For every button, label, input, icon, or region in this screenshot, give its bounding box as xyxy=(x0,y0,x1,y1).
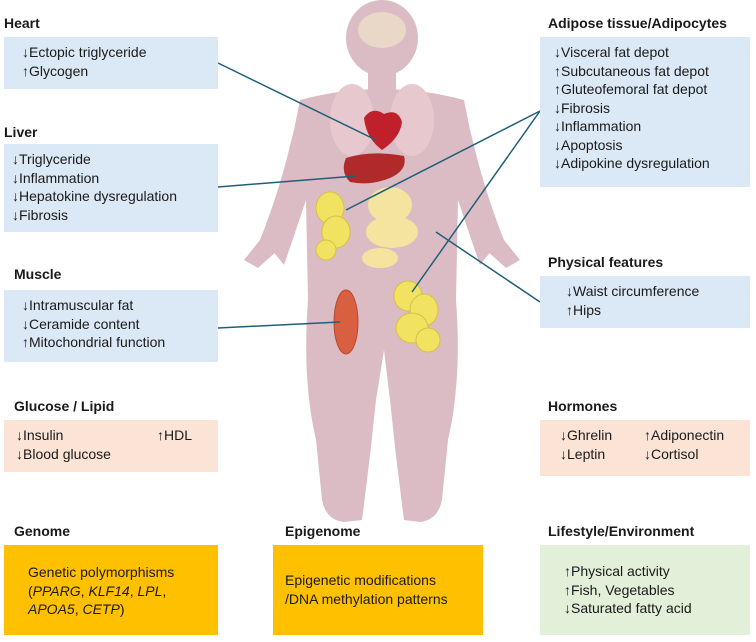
epigenome-heading: Epigenome xyxy=(285,523,361,539)
gene-name: PPARG xyxy=(32,582,81,599)
liver-heading: Liver xyxy=(4,124,38,140)
lifestyle-item: ↑Physical activity xyxy=(564,563,670,579)
genome-text: Genetic polymorphisms xyxy=(28,564,175,580)
epigenome-box: Epigenetic modifications /DNA methylatio… xyxy=(273,545,483,635)
gene-name: LPL xyxy=(137,582,163,599)
glucose-lipid-heading: Glucose / Lipid xyxy=(14,398,115,414)
gene-name: APOA5 xyxy=(28,601,75,617)
hormones-item: ↑Adiponectin xyxy=(643,427,725,443)
brain-organ xyxy=(358,12,406,48)
hormones-item: ↓Leptin xyxy=(560,445,606,462)
muscle-box: ↓Intramuscular fat ↓Ceramide content ↑Mi… xyxy=(4,290,218,362)
adipose-item: ↑Gluteofemoral fat depot xyxy=(554,81,708,97)
gene-name: CETP xyxy=(82,601,120,617)
adipose-item: ↑Subcutaneous fat depot xyxy=(554,62,709,79)
adipose-item: ↓Apoptosis xyxy=(554,136,623,153)
adipose-heading: Adipose tissue/Adipocytes xyxy=(548,15,727,31)
adipose-item: ↓Visceral fat depot xyxy=(554,44,669,60)
adipose-item: ↓Adipokine dysregulation xyxy=(554,155,710,171)
liver-item: ↓Inflammation xyxy=(12,169,100,186)
hormones-box: ↓Ghrelin ↓Leptin ↑Adiponectin ↓Cortisol xyxy=(540,420,750,476)
lifestyle-heading: Lifestyle/Environment xyxy=(548,523,695,539)
hormones-heading: Hormones xyxy=(548,398,618,414)
heart-box: ↓Ectopic triglyceride ↑Glycogen xyxy=(4,37,218,89)
genome-gene-list: APOA5, CETP) xyxy=(28,601,125,617)
adipose-item: ↓Inflammation xyxy=(554,118,642,134)
glucose-lipid-item: ↓Blood glucose xyxy=(16,445,111,462)
genome-gene-list: (PPARG, KLF14, LPL, xyxy=(28,582,167,599)
glucose-lipid-item: ↑HDL xyxy=(156,427,192,443)
lifestyle-item: ↓Saturated fatty acid xyxy=(564,600,692,616)
muscle-organ xyxy=(333,289,359,355)
physical-features-heading: Physical features xyxy=(548,254,664,270)
physical-features-item: ↓Waist circumference xyxy=(566,283,700,299)
liver-item: ↓Fibrosis xyxy=(12,206,69,223)
muscle-item: ↓Ceramide content xyxy=(22,315,140,332)
liver-box: ↓Triglyceride ↓Inflammation ↓Hepatokine … xyxy=(4,144,218,232)
muscle-heading: Muscle xyxy=(14,266,62,282)
adipose-item: ↓Fibrosis xyxy=(554,99,611,116)
muscle-item: ↑Mitochondrial function xyxy=(22,334,166,350)
liver-item: ↓Hepatokine dysregulation xyxy=(12,188,177,204)
visceral-fat-deposit xyxy=(315,191,351,261)
genome-box: Genetic polymorphisms (PPARG, KLF14, LPL… xyxy=(4,545,218,635)
glucose-lipid-box: ↓Insulin ↓Blood glucose ↑HDL xyxy=(4,420,218,472)
glucose-lipid-item: ↓Insulin xyxy=(16,427,64,443)
adipose-box: ↓Visceral fat depot ↑Subcutaneous fat de… xyxy=(540,37,750,187)
genome-heading: Genome xyxy=(14,523,71,539)
lifestyle-item: ↑Fish, Vegetables xyxy=(564,581,675,598)
heart-heading: Heart xyxy=(4,15,40,31)
heart-item: ↑Glycogen xyxy=(22,62,89,79)
physical-features-box: ↓Waist circumference ↑Hips xyxy=(540,276,750,328)
lifestyle-box: ↑Physical activity ↑Fish, Vegetables ↓Sa… xyxy=(540,545,750,635)
physical-features-item: ↑Hips xyxy=(566,301,602,318)
epigenome-item: /DNA methylation patterns xyxy=(285,590,448,607)
liver-item: ↓Triglyceride xyxy=(12,151,91,167)
epigenome-item: Epigenetic modifications xyxy=(285,572,436,588)
gene-name: KLF14 xyxy=(88,582,130,599)
hormones-item: ↓Cortisol xyxy=(643,445,699,462)
heart-item: ↓Ectopic triglyceride xyxy=(22,44,147,60)
hormones-item: ↓Ghrelin xyxy=(560,427,613,443)
muscle-item: ↓Intramuscular fat xyxy=(22,297,134,313)
